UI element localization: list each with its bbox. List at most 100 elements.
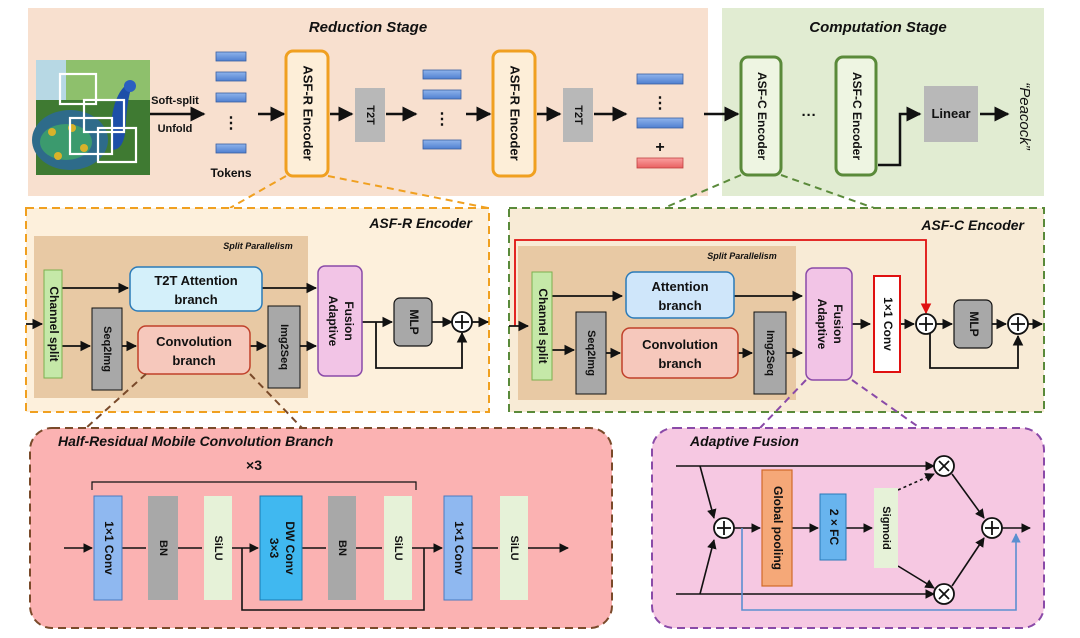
fusion-add-operator-2 xyxy=(981,517,1003,539)
asfc-seq2img-block[interactable]: Seq2Img xyxy=(575,311,607,395)
silu-block-a[interactable]: SiLU xyxy=(204,496,232,600)
output-label: “Peacock” xyxy=(1016,82,1033,151)
fusion-zoom-right xyxy=(851,379,921,429)
asfc-fusion-label-2: Fusion xyxy=(831,304,845,343)
asfc-encoder-label-2: ASF-C Encoder xyxy=(850,72,864,160)
bn-block-b[interactable]: BN xyxy=(328,496,356,600)
asfc-panel-title: ASF-C Encoder xyxy=(920,217,1025,233)
silu-block-c[interactable]: SiLU xyxy=(500,496,528,600)
asfr-encoder-label-1: ASF-R Encoder xyxy=(301,65,316,160)
asfc-seq2img-label: Seq2Img xyxy=(585,330,597,376)
bn-label-a: BN xyxy=(157,540,169,556)
silu-label-b: SiLU xyxy=(392,535,404,560)
asfr-img2seq-block[interactable]: Img2Seq xyxy=(267,305,301,389)
t2t-label-2: T2T xyxy=(572,105,584,125)
fc-label: 2 × FC xyxy=(827,509,841,546)
conv-zoom-left xyxy=(85,373,147,429)
asfr-adaptive-fusion-block[interactable]: Adaptive Fusion xyxy=(317,265,363,377)
bn-label-b: BN xyxy=(336,540,348,556)
silu-block-b[interactable]: SiLU xyxy=(384,496,412,600)
asfc-1x1-conv-block[interactable]: 1×1 Conv xyxy=(873,275,901,373)
fusion-multiply-operator-bottom xyxy=(933,583,955,605)
conv1x1-label-b: 1×1 Conv xyxy=(452,521,466,575)
asfr-convolution-branch-block[interactable]: Convolution branch xyxy=(137,325,251,375)
asfr-attention-label-2: branch xyxy=(174,292,217,307)
asfc-split-parallelism-label: Split Parallelism xyxy=(707,251,777,261)
asfr-seq2img-label: Seq2Img xyxy=(101,326,113,372)
t2t-box-2[interactable]: T2T xyxy=(563,88,593,142)
asfr-add-operator xyxy=(451,311,473,333)
asfc-zoom-left xyxy=(663,174,742,209)
repeat-bracket xyxy=(91,481,417,490)
fusion-sigmoid-to-mul-bottom-arrow xyxy=(897,565,935,589)
asfr-mlp-label: MLP xyxy=(407,309,421,334)
soft-split-label: Soft-split xyxy=(151,95,199,107)
asfc-convolution-branch-block[interactable]: Convolution branch xyxy=(621,327,739,379)
asfc-channel-split-label: Channel split xyxy=(536,288,550,363)
conv1x1-label-a: 1×1 Conv xyxy=(102,521,116,575)
asfc-1x1-conv-label: 1×1 Conv xyxy=(881,297,895,351)
asfr-conv-label-1: Convolution xyxy=(156,334,232,349)
asfr-residual-arrow xyxy=(375,322,468,369)
asfr-fusion-label-2: Fusion xyxy=(342,301,356,340)
conv-zoom-right xyxy=(249,373,303,429)
fusion-add-operator-1 xyxy=(713,517,735,539)
linear-label: Linear xyxy=(931,106,970,121)
class-token-plus: + xyxy=(655,139,664,156)
t2t-box-1[interactable]: T2T xyxy=(355,88,385,142)
fc-block[interactable]: 2 × FC xyxy=(819,493,847,561)
encoder-ellipsis: ··· xyxy=(802,107,817,124)
asfr-zoom-left xyxy=(229,175,287,209)
asfr-conv-label-2: branch xyxy=(172,353,215,368)
asfc-adaptive-fusion-block[interactable]: Adaptive Fusion xyxy=(805,267,853,381)
asfc-fusion-label-1: Adaptive xyxy=(815,299,829,350)
asfc-conv-label-1: Convolution xyxy=(642,337,718,352)
conv-branch-title: Half-Residual Mobile Convolution Branch xyxy=(58,433,333,449)
bn-block-a[interactable]: BN xyxy=(148,496,178,600)
fusion-bottom-to-add-arrow xyxy=(699,539,717,595)
asfr-seq2img-block[interactable]: Seq2Img xyxy=(91,307,123,391)
asfr-mlp-block[interactable]: MLP xyxy=(393,297,433,347)
silu-label-a: SiLU xyxy=(212,535,224,560)
asfc-attention-label-1: Attention xyxy=(651,279,708,294)
asfc-encoder-box-1[interactable]: ASF-C Encoder xyxy=(739,55,783,177)
computation-stage-title: Computation Stage xyxy=(809,19,947,36)
asfc-residual-arrow xyxy=(929,324,1024,369)
fusion-multiply-operator-top xyxy=(933,455,955,477)
asfc-attention-branch-block[interactable]: Attention branch xyxy=(625,271,735,319)
conv1x1-block-b[interactable]: 1×1 Conv xyxy=(443,495,473,601)
sigmoid-label: Sigmoid xyxy=(880,506,892,549)
asfr-attention-label-1: T2T Attention xyxy=(154,273,237,288)
sigmoid-block[interactable]: Sigmoid xyxy=(874,488,898,568)
dw-conv-label-1: 3×3 xyxy=(267,538,281,559)
asfc-encoder-box-2[interactable]: ASF-C Encoder xyxy=(834,55,878,177)
asfc-add-operator-2 xyxy=(1007,313,1029,335)
conv1x1-block-a[interactable]: 1×1 Conv xyxy=(93,495,123,601)
asfr-detail-panel: ASF-R Encoder Split Parallelism Channel … xyxy=(25,207,490,413)
asfc-channel-split-block[interactable]: Channel split xyxy=(531,271,553,381)
fusion-blue-skip-arrow xyxy=(741,528,1021,611)
asfr-encoder-box-2[interactable]: ASF-R Encoder xyxy=(491,49,537,178)
asfc-conv-label-2: branch xyxy=(658,356,701,371)
asfr-channel-split-block[interactable]: Channel split xyxy=(43,269,63,379)
arrow-to-linear xyxy=(878,106,922,167)
asfc-attention-label-2: branch xyxy=(658,298,701,313)
asfr-attention-branch-block[interactable]: T2T Attention branch xyxy=(129,266,263,312)
asfc-add-operator-1 xyxy=(915,313,937,335)
conv-branch-panel: Half-Residual Mobile Convolution Branch … xyxy=(29,427,613,629)
token-dots-2: ⋮ xyxy=(434,111,450,128)
dw-conv-block[interactable]: 3×3 DW Conv xyxy=(259,495,303,601)
asfr-channel-split-label: Channel split xyxy=(47,286,61,361)
linear-box[interactable]: Linear xyxy=(924,86,978,142)
fusion-top-to-add-arrow xyxy=(699,465,717,519)
silu-label-c: SiLU xyxy=(508,535,520,560)
asfr-panel-title: ASF-R Encoder xyxy=(368,215,473,231)
asfc-zoom-right xyxy=(780,174,875,209)
asfc-img2seq-label: Img2Seq xyxy=(764,330,776,376)
global-pooling-block[interactable]: Global pooling xyxy=(761,469,793,587)
reduction-stage-title: Reduction Stage xyxy=(309,19,427,36)
asfc-img2seq-block[interactable]: Img2Seq xyxy=(753,311,787,395)
asfc-mlp-block[interactable]: MLP xyxy=(953,299,993,349)
asfr-encoder-box-1[interactable]: ASF-R Encoder xyxy=(284,49,330,178)
